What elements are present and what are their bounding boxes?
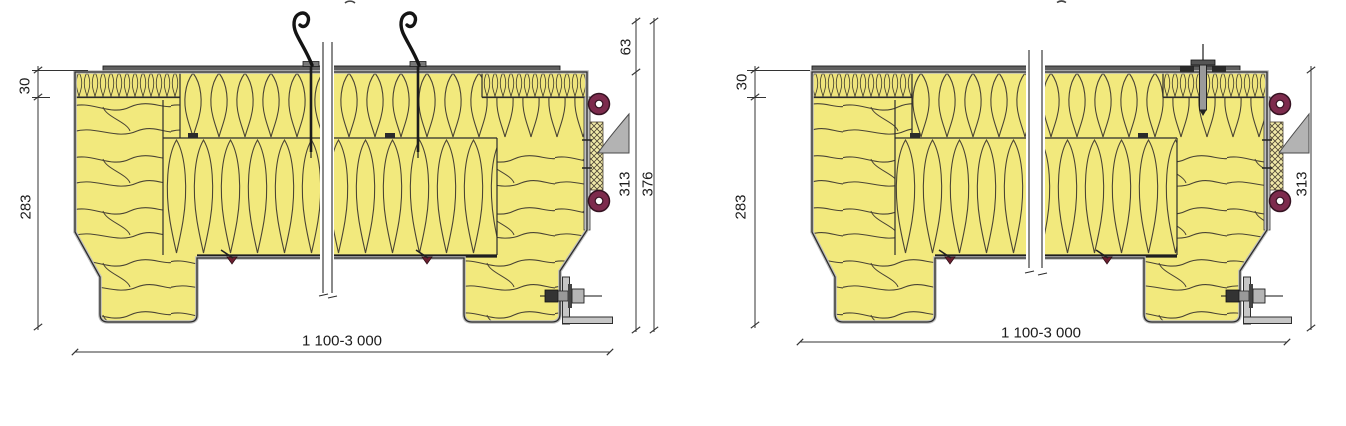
crop-artifact bbox=[1056, 0, 1067, 4]
hatch-strip-left bbox=[74, 71, 181, 98]
underside-clip bbox=[220, 249, 433, 265]
crop-artifact bbox=[344, 0, 356, 4]
hatch-strip-right bbox=[1162, 71, 1268, 98]
dimension-lines-left bbox=[747, 66, 810, 329]
anchor-hook-1 bbox=[292, 11, 314, 67]
right-section-drawing bbox=[747, 44, 1316, 346]
gasket-ring-bottom bbox=[1268, 189, 1292, 213]
dimension-lines-left bbox=[32, 66, 88, 331]
seam-clip bbox=[910, 133, 920, 138]
seam-clip bbox=[188, 133, 198, 138]
dimension-line-bottom bbox=[71, 348, 614, 356]
dim-label-63: 63 bbox=[617, 38, 635, 56]
dimension-line-right bbox=[1306, 66, 1316, 332]
dim-label-313-right: 313 bbox=[1293, 171, 1311, 197]
break-lines bbox=[1024, 50, 1048, 276]
fastening-screw bbox=[1180, 44, 1226, 116]
underside-clip bbox=[938, 249, 1113, 265]
break-lines bbox=[318, 42, 338, 299]
dim-label-313-left: 313 bbox=[616, 171, 634, 197]
dim-label-283-right: 283 bbox=[732, 194, 750, 220]
gasket-ring-bottom bbox=[587, 189, 611, 213]
anchor-hook-2 bbox=[399, 11, 421, 67]
dim-label-30-right: 30 bbox=[733, 73, 751, 91]
hatch-strip-right bbox=[481, 71, 588, 98]
dim-label-30-left: 30 bbox=[16, 77, 34, 95]
bolt-assembly bbox=[1221, 284, 1283, 308]
dim-label-width-right: 1 100-3 000 bbox=[1000, 324, 1082, 342]
hatch-strip-left bbox=[811, 71, 913, 98]
seal-wedge bbox=[1278, 112, 1310, 154]
gasket-ring-top bbox=[1268, 92, 1292, 116]
dimension-lines-right bbox=[631, 17, 659, 334]
gasket-ring-top bbox=[587, 92, 611, 116]
dimension-line-bottom bbox=[796, 338, 1291, 346]
seam-clip bbox=[1138, 133, 1148, 138]
insulation-top-layer bbox=[912, 72, 1267, 138]
seal-wedge bbox=[597, 112, 630, 154]
gasket-strip bbox=[1262, 121, 1284, 191]
seam-clip bbox=[385, 133, 395, 138]
dim-label-376: 376 bbox=[639, 171, 657, 197]
dim-label-283-left: 283 bbox=[17, 194, 35, 220]
bolt-assembly bbox=[540, 284, 602, 308]
gasket-strip bbox=[582, 121, 604, 191]
left-section-drawing bbox=[32, 11, 659, 356]
dim-label-width-left: 1 100-3 000 bbox=[301, 332, 383, 350]
